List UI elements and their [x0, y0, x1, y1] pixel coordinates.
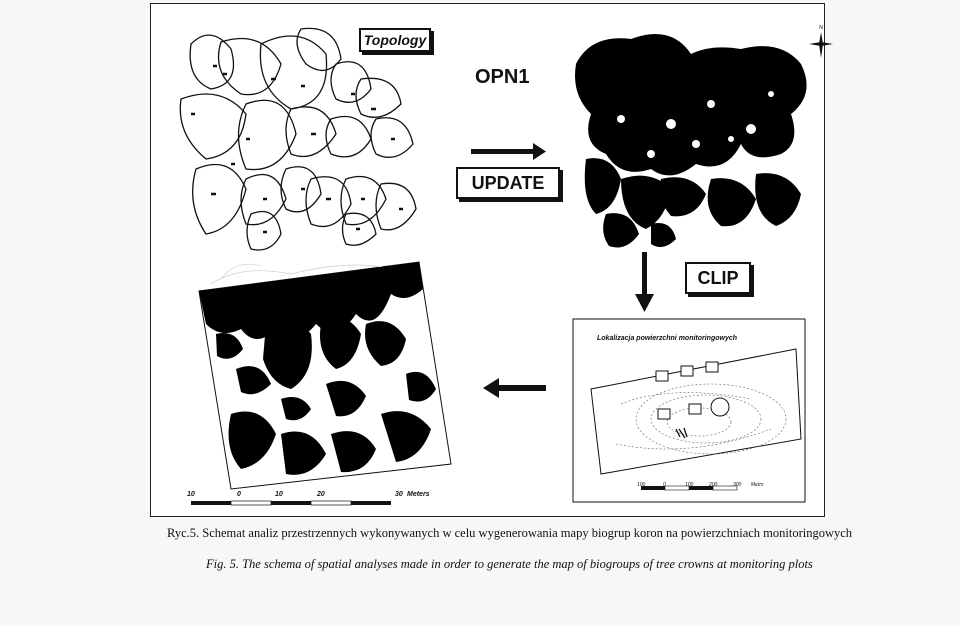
- scale-tick: 10: [187, 491, 195, 498]
- opn1-label: OPN1: [475, 66, 530, 88]
- scale-unit: Meters: [407, 491, 430, 498]
- compass-north-icon: N: [804, 22, 838, 62]
- scale-tick: 10: [275, 491, 283, 498]
- arrow-left-icon: [483, 378, 546, 398]
- monitoring-map-title: Lokalizacja powierzchni monitoringowych: [597, 335, 738, 342]
- monitoring-scale-tick: 200: [709, 482, 718, 488]
- diagram-canvas: [179, 27, 807, 506]
- arrow-down-icon: [635, 252, 654, 312]
- monitoring-scale-unit: Metrs: [751, 482, 764, 488]
- topology-label: Topology: [359, 28, 431, 52]
- scale-tick: 30: [395, 491, 403, 498]
- scale-bar: [191, 500, 391, 506]
- figure-frame: N Topology OPN1 UPDATE CLIP Lokalizacja …: [150, 3, 833, 517]
- monitoring-scale-tick: 0: [663, 482, 666, 488]
- clip-label: CLIP: [685, 262, 751, 294]
- scale-tick: 20: [317, 491, 325, 498]
- update-crowns-filled: [575, 34, 807, 248]
- update-label: UPDATE: [456, 167, 560, 199]
- monitoring-scale-tick: 100: [685, 482, 694, 488]
- topology-crown-outlines: [179, 27, 417, 251]
- update-crown-holes: [617, 91, 774, 158]
- monitoring-scale-tick: 300: [733, 482, 742, 488]
- monitoring-map-plot-area: [590, 348, 802, 491]
- monitoring-scale-tick: 100: [637, 482, 646, 488]
- scale-tick: 0: [237, 491, 241, 498]
- topology-hatch-marks: [191, 64, 403, 234]
- svg-text:N: N: [819, 25, 823, 31]
- arrow-right-icon: [471, 143, 546, 160]
- caption-polish: Ryc.5. Schemat analiz przestrzennych wyk…: [167, 526, 853, 540]
- caption-english: Fig. 5. The schema of spatial analyses m…: [206, 557, 813, 571]
- clip-result-panel: [198, 261, 452, 490]
